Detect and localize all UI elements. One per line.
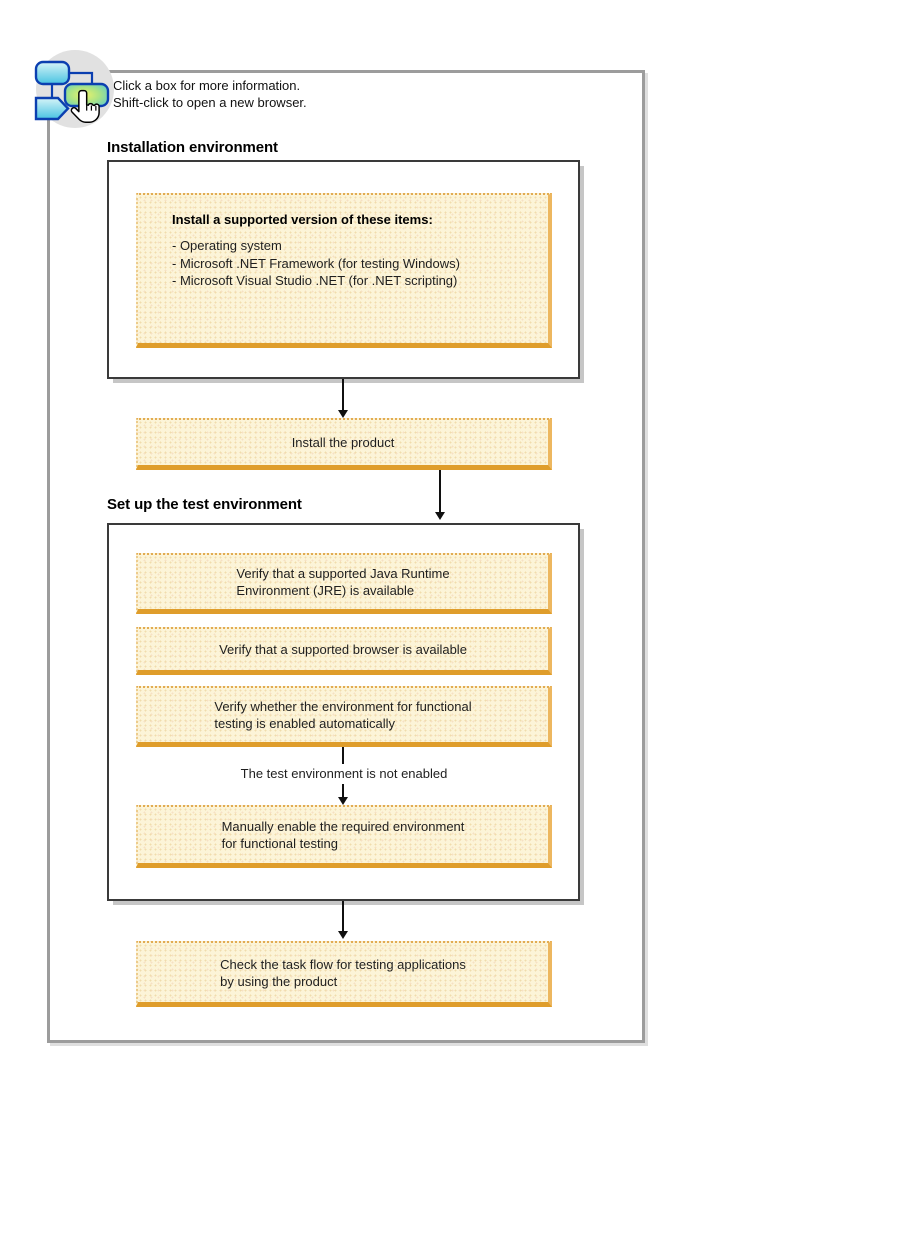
installation-heading: Installation environment: [107, 139, 278, 156]
manual-enable-box[interactable]: Manually enable the required environment…: [136, 805, 552, 868]
arrowhead-icon: [338, 410, 348, 418]
prerequisite-item: - Microsoft .NET Framework (for testing …: [172, 255, 460, 271]
manual-enable-line-2: for functional testing: [221, 836, 338, 851]
arrowhead-icon: [435, 512, 445, 520]
prerequisites-title: Install a supported version of these ite…: [172, 212, 433, 227]
icon-connector-line: [69, 71, 94, 84]
verify-environment-box[interactable]: Verify whether the environment for funct…: [136, 686, 552, 747]
verify-jre-box[interactable]: Verify that a supported Java Runtime Env…: [136, 553, 552, 614]
verify-browser-box[interactable]: Verify that a supported browser is avail…: [136, 627, 552, 675]
flowchart-click-icon: [34, 50, 114, 128]
arrowhead-icon: [338, 931, 348, 939]
arrow-line: [342, 901, 344, 931]
install-product-box[interactable]: Install the product: [136, 418, 552, 470]
icon-flow-box-1: [34, 60, 71, 86]
prerequisite-item: - Microsoft Visual Studio .NET (for .NET…: [172, 273, 458, 288]
setup-heading: Set up the test environment: [107, 496, 302, 513]
diagram-frame: [47, 70, 645, 1043]
arrow-line: [439, 470, 441, 512]
verify-environment-line-2: testing is enabled automatically: [214, 716, 396, 731]
branch-label: The test environment is not enabled: [235, 766, 453, 781]
arrow-line: [342, 379, 344, 411]
arrow-line: [342, 747, 344, 764]
branch-label-wrap: The test environment is not enabled: [136, 765, 552, 783]
install-product-label: Install the product: [291, 435, 395, 450]
arrow-line: [342, 784, 344, 797]
legend-line-1: Click a box for more information.: [113, 78, 301, 93]
check-task-flow-line-2: by using the product: [220, 973, 338, 989]
check-task-flow-box[interactable]: Check the task flow for testing applicat…: [136, 941, 552, 1007]
prerequisites-box[interactable]: Install a supported version of these ite…: [136, 193, 552, 348]
check-task-flow-line-1: Check the task flow for testing applicat…: [220, 956, 466, 972]
verify-jre-line-2: Environment (JRE) is available: [236, 583, 415, 598]
hand-cursor-icon: [70, 89, 100, 123]
manual-enable-line-1: Manually enable the required environment: [221, 819, 465, 834]
prerequisite-item: - Operating system: [172, 238, 282, 253]
legend-line-2: Shift-click to open a new browser.: [113, 94, 307, 110]
verify-browser-label: Verify that a supported browser is avail…: [219, 642, 467, 657]
icon-flow-pentagon: [34, 96, 70, 121]
verify-jre-line-1: Verify that a supported Java Runtime: [236, 566, 450, 581]
arrowhead-icon: [338, 797, 348, 805]
legend-caption: Click a box for more information. Shift-…: [113, 78, 307, 111]
verify-environment-line-1: Verify whether the environment for funct…: [214, 699, 472, 714]
